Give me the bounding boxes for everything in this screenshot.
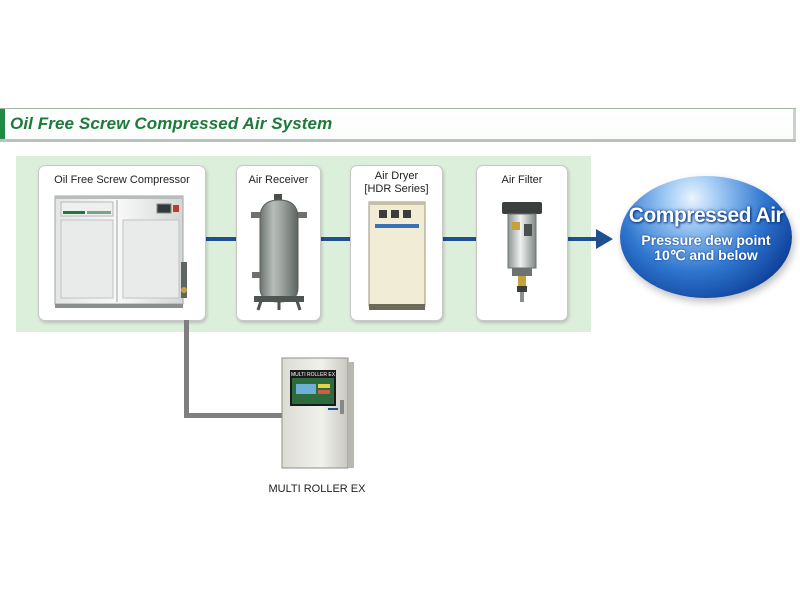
- connector-filter-output: [566, 237, 598, 241]
- air-receiver-tank-image: [251, 194, 307, 311]
- air-filter-image: [502, 202, 542, 302]
- pressure-dew-point-text: Pressure dew point 10℃ and below: [641, 232, 771, 263]
- control-line-vertical: [184, 320, 189, 418]
- controller-screen-text: MULTI ROLLER EX: [290, 372, 336, 378]
- air-dryer-image: [368, 201, 426, 310]
- multi-roller-ex-label: MULTI ROLLER EX: [268, 483, 366, 495]
- control-line-horizontal: [184, 413, 282, 418]
- arrow-right-icon: [596, 229, 613, 249]
- title-accent: [0, 109, 5, 139]
- multi-roller-ex-controller-image: [281, 357, 354, 469]
- receiver-label: Air Receiver: [248, 174, 309, 186]
- compressed-air-bubble: Compressed Air Pressure dew point 10℃ an…: [620, 176, 792, 298]
- compressor-card: Oil Free Screw Compressor: [38, 165, 206, 321]
- connector-compressor-receiver: [204, 237, 236, 241]
- compressor-image: [54, 195, 187, 308]
- compressor-label: Oil Free Screw Compressor: [54, 174, 190, 186]
- page-title: Oil Free Screw Compressed Air System: [10, 114, 333, 133]
- title-bar: Oil Free Screw Compressed Air System: [0, 108, 796, 142]
- connector-receiver-dryer: [319, 237, 350, 241]
- dryer-label-line2: [HDR Series]: [364, 183, 429, 195]
- compressed-air-heading: Compressed Air: [628, 204, 784, 227]
- connector-dryer-filter: [441, 237, 476, 241]
- title-endcap: [793, 109, 796, 139]
- filter-label: Air Filter: [501, 174, 543, 186]
- receiver-card: Air Receiver: [236, 165, 321, 321]
- filter-card: Air Filter: [476, 165, 568, 321]
- dryer-card: Air Dryer [HDR Series]: [350, 165, 443, 321]
- dryer-label-line1: Air Dryer: [374, 170, 419, 182]
